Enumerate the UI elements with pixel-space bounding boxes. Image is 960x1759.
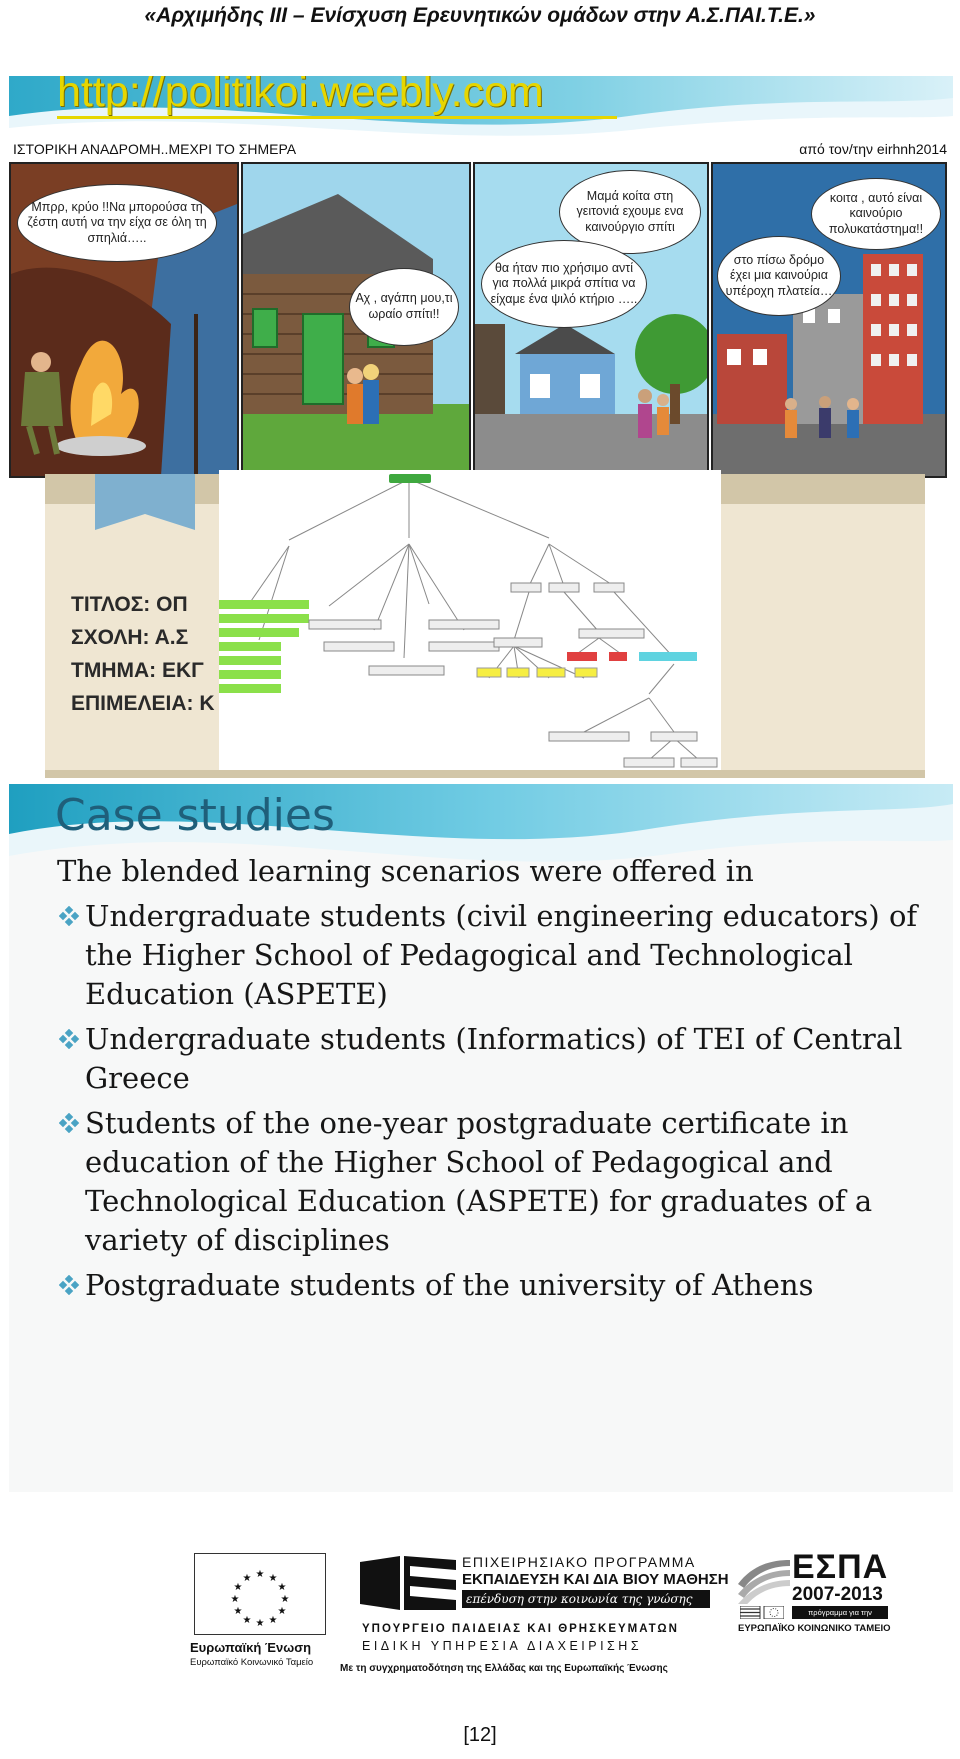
comic-panel-cave: Μπρρ, κρύο !!Να μπορούσα τη ζέστη αυτή ν… bbox=[9, 162, 239, 478]
espa-logo-text: ΕΣΠΑ bbox=[792, 1548, 889, 1586]
concept-map-graph bbox=[219, 474, 718, 768]
svg-text:★: ★ bbox=[269, 1573, 278, 1584]
intro-text: The blended learning scenarios were offe… bbox=[57, 854, 754, 888]
poster-text: ΤΙΤΛΟΣ: ΟΠ ΣΧΟΛΗ: Α.Σ ΤΜΗΜΑ: ΕΚΓ ΕΠΙΜΕΛΕ… bbox=[71, 588, 215, 720]
espa-years: 2007-2013 bbox=[792, 1584, 883, 1605]
service-name: ΕΙΔΙΚΗ ΥΠΗΡΕΣΙΑ ΔΙΑΧΕΙΡΙΣΗΣ bbox=[362, 1639, 643, 1653]
comic-panel-city: κοιτα , αυτό είναι καινούριο πολυκατάστη… bbox=[711, 162, 947, 478]
history-title: ΙΣΤΟΡΙΚΗ ΑΝΑΔΡΟΜΗ..ΜΕΧΡΙ ΤΟ ΣΗΜΕΡΑ bbox=[13, 141, 297, 157]
bullet-text: Undergraduate students (Informatics) of … bbox=[85, 1022, 903, 1095]
eu-fund: Ευρωπαϊκό Κοινωνικό Ταμείο bbox=[190, 1657, 314, 1668]
ministry-name: ΥΠΟΥΡΓΕΙΟ ΠΑΙΔΕΙΑΣ ΚΑΙ ΘΡΗΣΚΕΥΜΑΤΩΝ bbox=[362, 1623, 679, 1635]
svg-text:★: ★ bbox=[234, 1606, 243, 1617]
poster-ribbon bbox=[45, 474, 925, 778]
poster-line: ΕΠΙΜΕΛΕΙΑ: Κ bbox=[71, 692, 215, 715]
diamond-bullet-icon bbox=[59, 906, 80, 926]
svg-text:★: ★ bbox=[243, 1615, 252, 1626]
book-logo-icon bbox=[360, 1556, 456, 1610]
svg-text:★: ★ bbox=[278, 1606, 287, 1617]
bullet-item: Undergraduate students (civil engineerin… bbox=[57, 897, 937, 1014]
speech-bubble: Αχ , αγάπη μου,τι ωραίο σπίτι!! bbox=[349, 268, 459, 346]
slide-wave-banner bbox=[9, 784, 953, 894]
programme-name: ΕΚΠΑΙΔΕΥΣΗ ΚΑΙ ΔΙΑ ΒΙΟΥ ΜΑΘΗΣΗ bbox=[462, 1571, 729, 1588]
slide-body: The blended learning scenarios were offe… bbox=[57, 852, 937, 1305]
espa-swoosh-icon bbox=[738, 1560, 790, 1604]
speech-bubble: Μπρρ, κρύο !!Να μπορούσα τη ζέστη αυτή ν… bbox=[17, 184, 217, 262]
page-number: [12] bbox=[463, 1724, 497, 1746]
eu-stars-icon: ★★★★ ★★★★ ★★★★ bbox=[231, 1569, 290, 1629]
bullet-text: Undergraduate students (civil engineerin… bbox=[85, 899, 918, 1011]
diamond-bullet-icon bbox=[59, 1113, 80, 1133]
programme-line: ΕΠΙΧΕΙΡΗΣΙΑΚΟ ΠΡΟΓΡΑΜΜΑ bbox=[462, 1554, 696, 1570]
svg-text:★: ★ bbox=[231, 1594, 240, 1605]
espa-tag: πρόγραμμα για την ανάπτυξη bbox=[792, 1606, 888, 1630]
document-header: «Αρχιμήδης ΙΙΙ – Ενίσχυση Ερευνητικών ομ… bbox=[144, 4, 816, 27]
eu-flag-logo: ★★★★ ★★★★ ★★★★ bbox=[194, 1553, 326, 1635]
cofunding-note: Με τη συγχρηματοδότηση της Ελλάδας και τ… bbox=[340, 1663, 668, 1674]
bullet-text: Students of the one-year postgraduate ce… bbox=[85, 1106, 873, 1257]
eu-name: Ευρωπαϊκή Ένωση bbox=[190, 1640, 312, 1655]
comic-panel-house: Αχ , αγάπη μου,τι ωραίο σπίτι!! bbox=[241, 162, 471, 478]
poster-line: ΤΜΗΜΑ: ΕΚΓ bbox=[71, 659, 204, 682]
bullet-item: Students of the one-year postgraduate ce… bbox=[57, 1104, 937, 1260]
svg-text:★: ★ bbox=[243, 1573, 252, 1584]
svg-text:★: ★ bbox=[278, 1582, 287, 1593]
comic-panel-neighbourhood: Μαμά κοίτα στη γειτονιά εχουμε ενα καινο… bbox=[473, 162, 709, 478]
programme-slogan: επένδυση στην κοινωνία της γνώσης bbox=[462, 1590, 710, 1608]
speech-bubble: Μαμά κοίτα στη γειτονιά εχουμε ενα καινο… bbox=[559, 170, 701, 254]
speech-bubble: θα ήταν πιο χρήσιμο αντί για πολλά μικρά… bbox=[481, 240, 647, 328]
funding-logos: ★★★★ ★★★★ ★★★★ Ευρωπαϊκή Ένωση Ευρωπαϊκό… bbox=[0, 1540, 960, 1680]
url-underline bbox=[57, 116, 617, 119]
espa-fund: ΕΥΡΩΠΑΪΚΟ ΚΟΙΝΩΝΙΚΟ ΤΑΜΕΙΟ bbox=[738, 1623, 891, 1634]
svg-text:★: ★ bbox=[269, 1615, 278, 1626]
speech-bubble: στο πίσω δρόμο έχει μια καινούρια υπέροχ… bbox=[717, 236, 841, 316]
bullet-text: Postgraduate students of the university … bbox=[85, 1268, 814, 1302]
slide-title: Case studies bbox=[55, 790, 335, 841]
diamond-bullet-icon bbox=[59, 1275, 80, 1295]
svg-text:★: ★ bbox=[234, 1582, 243, 1593]
concept-map bbox=[219, 470, 721, 770]
svg-text:★: ★ bbox=[256, 1569, 265, 1580]
slide-comic-history: http://politikoi.weebly.com ΙΣΤΟΡΙΚΗ ΑΝΑ… bbox=[9, 76, 953, 780]
bullet-item: Undergraduate students (Informatics) of … bbox=[57, 1020, 937, 1098]
svg-text:★: ★ bbox=[256, 1618, 265, 1629]
bullet-item: Postgraduate students of the university … bbox=[57, 1266, 937, 1305]
poster-line: ΣΧΟΛΗ: Α.Σ bbox=[71, 626, 189, 649]
history-author: από τον/την eirhnh2014 bbox=[799, 141, 947, 157]
svg-text:★: ★ bbox=[281, 1594, 290, 1605]
slide-case-studies: Case studies The blended learning scenar… bbox=[9, 784, 953, 1492]
history-bar bbox=[9, 137, 953, 161]
speech-bubble: κοιτα , αυτό είναι καινούριο πολυκατάστη… bbox=[811, 178, 941, 250]
diamond-bullet-icon bbox=[59, 1029, 80, 1049]
blog-url[interactable]: http://politikoi.weebly.com bbox=[57, 76, 544, 116]
flags-icon bbox=[740, 1606, 784, 1619]
poster-line: ΤΙΤΛΟΣ: ΟΠ bbox=[71, 593, 188, 616]
